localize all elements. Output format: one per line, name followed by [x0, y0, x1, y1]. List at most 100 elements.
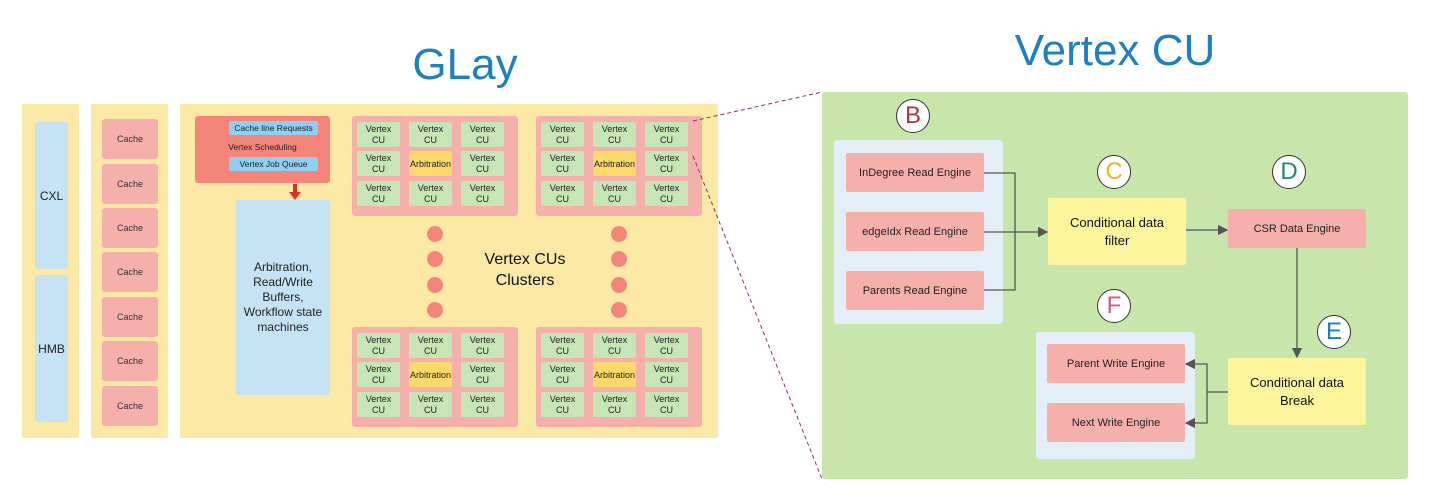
- vertex-cu-cell-label: CU: [555, 404, 569, 415]
- edgeidx-read-engine-label: edgeIdx Read Engine: [862, 225, 968, 238]
- vertex-cu-cell-label: Vertex: [469, 182, 496, 193]
- indegree-read-engine: InDegree Read Engine: [846, 153, 984, 192]
- vertex-cu-cell-label: CU: [475, 345, 489, 356]
- vertex-cu-cell-label: CU: [555, 374, 569, 385]
- vertex-cu-cell-label: CU: [475, 163, 489, 174]
- parent-write-engine: Parent Write Engine: [1047, 344, 1185, 383]
- cache-line-requests: Cache line Requests: [229, 121, 318, 135]
- parent-write-engine-label: Parent Write Engine: [1066, 357, 1166, 370]
- vertex-cu-cell-label: CU: [475, 193, 489, 204]
- cache-block: Cache: [102, 164, 158, 204]
- vertex-cu-cell-label: Vertex: [653, 152, 680, 163]
- vertex-cu-cell-label: Vertex: [365, 123, 392, 134]
- vertex-cu-cell-label: Vertex: [653, 334, 680, 345]
- vertex-cu-cell-label: CU: [423, 345, 437, 356]
- next-write-engine: Next Write Engine: [1047, 403, 1185, 442]
- vertex-cu-cell-label: CU: [555, 134, 569, 145]
- vertex-cu-cell-label: CU: [607, 193, 621, 204]
- indegree-to-filter: [984, 172, 1016, 232]
- vertex-cu-cell-label: CU: [659, 134, 673, 145]
- vertex-job-queue: Vertex Job Queue: [229, 157, 318, 171]
- vertex-cu-cell-label: Vertex: [365, 152, 392, 163]
- vertex-cu-cell-label: CU: [659, 163, 673, 174]
- cache-block: Cache: [102, 119, 158, 159]
- cache-line-requests-label: Cache line Requests: [234, 123, 313, 133]
- ellipsis-dot: [427, 251, 443, 267]
- vertex-cu-cell-label: Vertex: [549, 152, 576, 163]
- circle-f: F: [1097, 289, 1131, 323]
- cache-block: Cache: [102, 252, 158, 292]
- conditional-data-filter: Conditional data filter: [1048, 198, 1186, 265]
- cache-label: Cache: [116, 312, 143, 322]
- vertex-cu-title: Vertex CU: [1014, 26, 1216, 75]
- csr-data-engine: CSR Data Engine: [1228, 209, 1366, 248]
- vertex-cu-cell-label: Vertex: [469, 123, 496, 134]
- vertex-cu-cell-label: Vertex: [417, 334, 444, 345]
- vertex-job-queue-label: Vertex Job Queue: [239, 159, 308, 169]
- cxl-block: CXL: [35, 122, 68, 269]
- cache-label: Cache: [116, 401, 143, 411]
- arbitration-cell: Arbitration: [593, 151, 636, 176]
- ellipsis-dot: [611, 251, 627, 267]
- conditional-data-break: Conditional data Break: [1228, 358, 1366, 425]
- zoom-line-top: [692, 91, 823, 122]
- parents-read-engine-label: Parents Read Engine: [862, 284, 968, 297]
- vertex-cu-cell-label: Vertex: [601, 334, 628, 345]
- circle-e-label: E: [1325, 318, 1342, 345]
- arbitration-cell: Arbitration: [409, 151, 452, 176]
- next-write-engine-label: Next Write Engine: [1071, 416, 1161, 429]
- break-to-next-write: [1184, 392, 1208, 429]
- cache-label: Cache: [116, 223, 143, 233]
- cache-block: Cache: [102, 386, 158, 426]
- vertex-cu-cell-label: CU: [475, 404, 489, 415]
- parents-to-filter: [984, 232, 1016, 291]
- cache-block: Cache: [102, 341, 158, 381]
- cache-block: Cache: [102, 208, 158, 248]
- vertex-cu-cell-label: CU: [423, 134, 437, 145]
- csr-data-engine-label: CSR Data Engine: [1253, 222, 1341, 235]
- vertex-cu-cell-label: Vertex: [549, 393, 576, 404]
- hmb-block: HMB: [35, 275, 68, 422]
- ellipsis-dot: [611, 277, 627, 293]
- cache-label: Cache: [116, 179, 143, 189]
- vertex-cu-cell-label: Vertex: [601, 123, 628, 134]
- cache-label: Cache: [116, 134, 143, 144]
- ellipsis-dot: [611, 302, 627, 318]
- glay-title: GLay: [412, 40, 518, 89]
- vertex-cu-cell-label: CU: [371, 404, 385, 415]
- vertex-cu-cell-label: Vertex: [365, 182, 392, 193]
- scheduler-down-arrowhead: [289, 192, 301, 200]
- vertex-cu-cell-label: CU: [475, 134, 489, 145]
- vertex-cu-cell-label: CU: [475, 374, 489, 385]
- vertex-cu-cell-label: CU: [371, 163, 385, 174]
- vertex-cu-cell-label: CU: [607, 404, 621, 415]
- vertex-cu-cell-label: Vertex: [469, 363, 496, 374]
- ellipsis-dot: [427, 302, 443, 318]
- cache-label: Cache: [116, 267, 143, 277]
- circle-c-label: C: [1105, 158, 1123, 185]
- vertex-cu-cell-label: CU: [555, 163, 569, 174]
- vertex-cu-cell-label: CU: [555, 193, 569, 204]
- vertex-cu-cell-label: CU: [659, 374, 673, 385]
